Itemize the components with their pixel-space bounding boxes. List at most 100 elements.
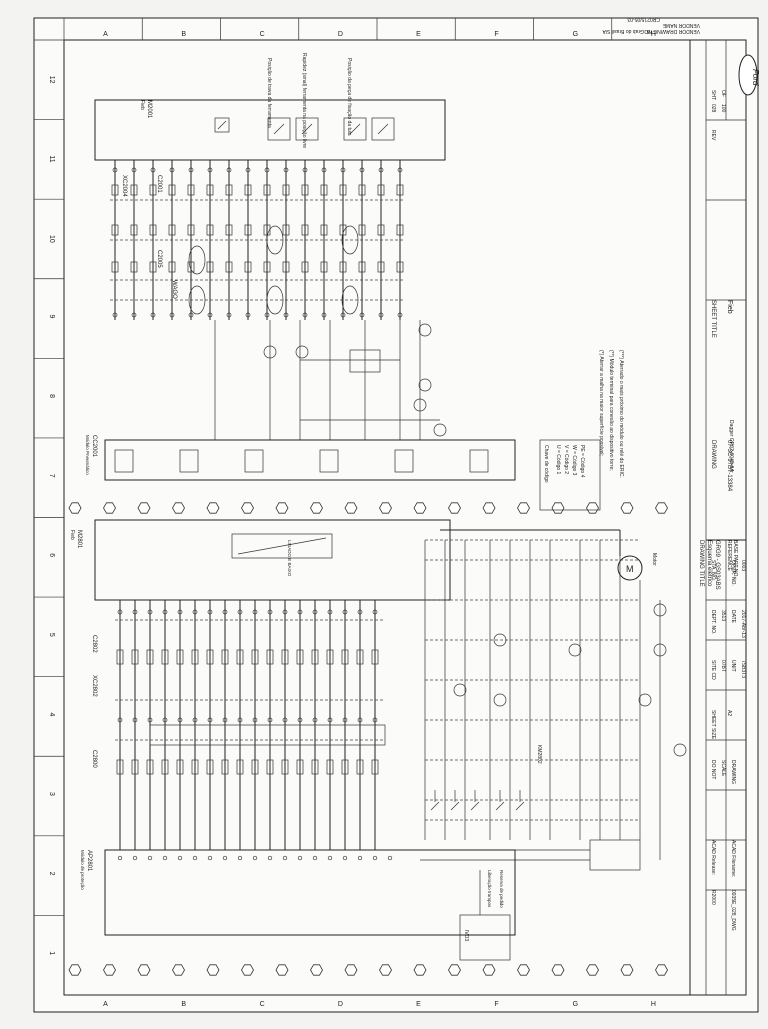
pin — [327, 609, 333, 615]
connector-outline — [149, 724, 386, 746]
valve-block — [469, 449, 489, 473]
twisted-pair — [341, 225, 359, 255]
motor-label: Motor — [651, 553, 657, 566]
pin — [177, 717, 183, 723]
contact — [515, 801, 525, 811]
pos3-label: Posição da peça de fixação da tula — [346, 58, 352, 136]
wire-label-box — [236, 759, 244, 775]
pin — [252, 609, 258, 615]
wire-label-box — [168, 261, 176, 273]
pin — [177, 855, 183, 861]
border-col-label: 4 — [48, 712, 55, 716]
motor-m: M — [626, 564, 634, 574]
terminal-hex — [655, 964, 668, 976]
pin — [112, 167, 118, 173]
pin — [282, 717, 288, 723]
pin — [237, 855, 243, 861]
wire-label-box — [281, 759, 289, 775]
wire-label-box — [296, 649, 304, 665]
cc2001-box — [104, 439, 516, 481]
pin — [132, 609, 138, 615]
do-not-label: DO NOT — [710, 760, 716, 779]
terminal-hex — [344, 502, 358, 514]
pin — [192, 609, 198, 615]
pin — [222, 609, 228, 615]
dept-no: 3513 — [720, 610, 726, 621]
wire-label-box — [301, 184, 309, 196]
wire-label-box — [236, 649, 244, 665]
border-col-label: 2 — [48, 872, 55, 876]
ground-terminal — [295, 345, 309, 359]
wire-label-box — [149, 261, 157, 273]
pin — [207, 609, 213, 615]
border-row-label: C — [260, 1001, 265, 1008]
ford-logo-text: Ford — [751, 69, 760, 86]
wire-label-box — [161, 649, 169, 665]
pin — [147, 609, 153, 615]
pin — [264, 312, 270, 318]
local-label: Liberação trampos — [487, 870, 492, 908]
pin — [117, 609, 123, 615]
pin — [267, 717, 273, 723]
unit-label: UNIT — [730, 660, 736, 672]
border-row-label: H — [651, 31, 656, 38]
valve-block — [394, 449, 414, 473]
ivd-box — [459, 914, 511, 961]
xc2005-label: WAGO — [171, 280, 177, 299]
pin — [302, 312, 308, 318]
vendor-name: VENDOR NAME — [662, 22, 700, 28]
terminal-hex — [137, 502, 151, 514]
terminal-hex — [379, 964, 392, 976]
wire-label-box — [296, 759, 304, 775]
pin — [340, 312, 346, 318]
wire-label-box — [116, 649, 124, 665]
wire-label-box — [187, 224, 195, 236]
terminal-hex — [172, 964, 185, 976]
wire-label-box — [187, 184, 195, 196]
vendor-drawing: VENDOR DRAWING NO. — [643, 28, 700, 34]
ground-terminal — [453, 683, 467, 697]
terminal-hex — [551, 964, 565, 976]
pin — [226, 312, 232, 318]
terminal-hex — [310, 502, 323, 514]
terminal-hex — [517, 502, 530, 514]
scale-box-label: LIGADO E BAIXO — [287, 540, 292, 577]
pin — [207, 717, 213, 723]
pin — [357, 609, 363, 615]
wire-label-box — [326, 649, 334, 665]
c2005-label: C2005 — [156, 250, 162, 268]
pos1-label: Posição de trava da ferramenta — [266, 58, 272, 128]
wire-label-box — [206, 261, 214, 273]
wire-label-box — [111, 184, 119, 196]
wire-label-box — [225, 224, 233, 236]
pin — [312, 717, 318, 723]
dept-no-label: DEPT. NO. — [710, 610, 716, 634]
wire-label-box — [263, 184, 271, 196]
ap2801-box — [104, 849, 516, 936]
pin — [340, 167, 346, 173]
xc2004-label: XC2004 — [121, 175, 127, 197]
unit-value: 7SB3T3 — [740, 660, 746, 678]
border-col-label: 5 — [48, 633, 55, 637]
drawing-title-2: GRG9 - GS03ABS — [714, 540, 720, 590]
of-value: 100 — [720, 104, 726, 113]
wire-label-box — [149, 184, 157, 196]
wire-label-box — [130, 261, 138, 273]
terminal-hex — [241, 502, 254, 514]
terminal-hex — [379, 502, 392, 514]
ground-terminal — [433, 423, 447, 437]
border-row-label: F — [494, 1001, 498, 1008]
border-row-label: D — [338, 1001, 343, 1008]
cc2001-label: CC2001 — [91, 435, 97, 458]
wire-label-box — [191, 759, 199, 775]
pin — [283, 167, 289, 173]
wire-label-box — [377, 184, 385, 196]
pin — [327, 717, 333, 723]
wire-label-box — [396, 224, 404, 236]
pin — [397, 312, 403, 318]
pin — [207, 167, 213, 173]
pin — [169, 167, 175, 173]
sheet-size: A2 — [726, 710, 732, 716]
pin — [117, 855, 123, 861]
terminal-hex — [586, 964, 599, 976]
